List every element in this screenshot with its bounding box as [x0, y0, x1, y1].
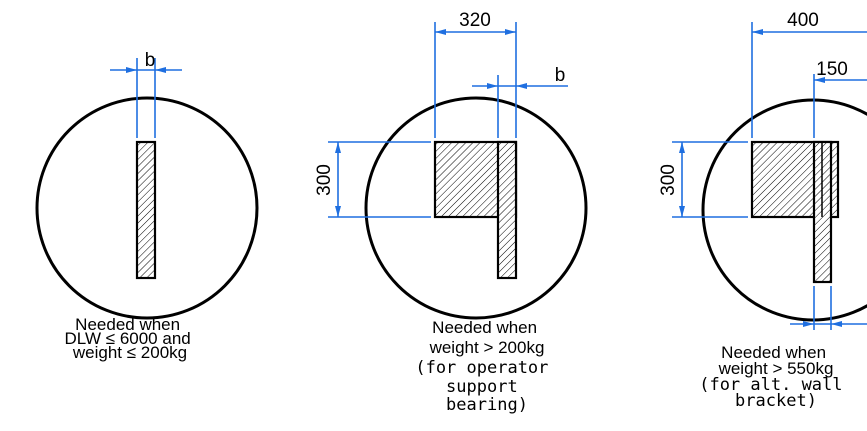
- dim-320: 320: [434, 10, 517, 138]
- circle-outline-3: [701, 98, 867, 322]
- diagram-2: 320 b 300 Needed when weight > 200kg (fo…: [314, 10, 588, 415]
- dim-300-2: 300: [314, 141, 431, 218]
- dim-300-label-3: 300: [658, 164, 679, 196]
- dim-300-label-2: 300: [314, 164, 335, 196]
- dim-400-label: 400: [787, 10, 819, 31]
- dim-400: 400: [751, 10, 867, 138]
- dim-b-label-1: b: [145, 50, 156, 71]
- diagram-3: 400 150 300 Needed when weight: [658, 10, 867, 411]
- caption-2: Needed when weight > 200kg: [429, 318, 545, 357]
- dim-b-label-2: b: [555, 65, 566, 86]
- caption-2-note: (for operator support bearing): [415, 358, 558, 415]
- hatched-bar-1: [135, 140, 157, 280]
- circle-outline-2: [364, 96, 588, 320]
- dim-320-label: 320: [459, 10, 491, 31]
- diagram-1: b Needed when DLW ≤ 6000 and weight ≤ 20…: [35, 50, 259, 362]
- caption-3: Needed when weight > 550kg: [718, 343, 834, 378]
- dim-lower-3: [790, 286, 867, 330]
- dim-150: 150: [813, 59, 867, 138]
- dim-150-label: 150: [816, 59, 848, 80]
- caption-1: Needed when DLW ≤ 6000 and weight ≤ 200k…: [65, 315, 196, 362]
- circle-outline-1: [35, 96, 259, 320]
- dim-300-3: 300: [658, 141, 748, 218]
- dim-b-1: b: [110, 50, 182, 138]
- hatched-bar-2: [496, 140, 518, 280]
- dim-b-2: b: [472, 65, 568, 138]
- caption-3-note: (for alt. wall bracket): [699, 375, 853, 411]
